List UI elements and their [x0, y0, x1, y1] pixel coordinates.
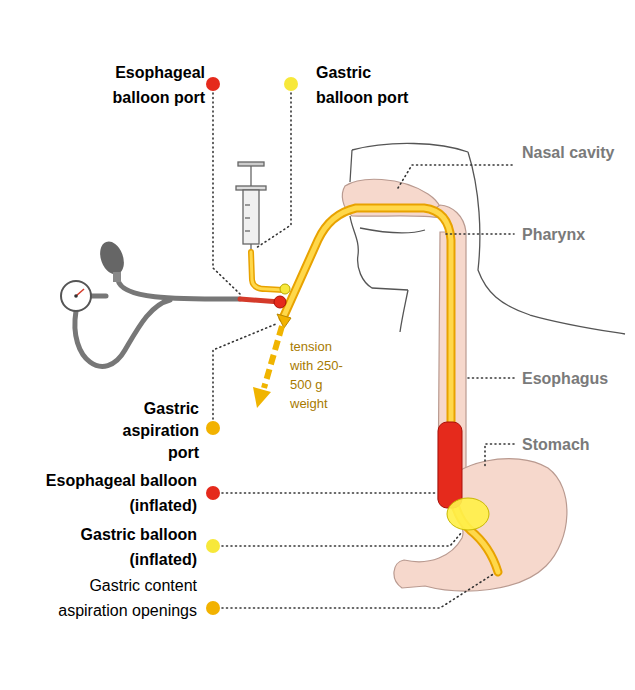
anatomy-label: Pharynx: [522, 222, 622, 247]
anatomy-label: Stomach: [522, 432, 627, 457]
gastric-balloon: [447, 498, 489, 530]
gastric-port: [280, 284, 290, 294]
head-outline: [350, 143, 625, 334]
callout-dot: [206, 77, 298, 615]
stomach-shape: [394, 459, 567, 591]
anatomy-label: Esophagus: [522, 366, 627, 391]
port-label: Esophageal balloon port: [90, 60, 205, 110]
manometer-gauge: [61, 281, 91, 311]
anatomy-label: Nasal cavity: [522, 140, 622, 165]
leader-line: [213, 93, 514, 608]
manometer-hose: [75, 280, 280, 366]
esophageal-port: [274, 296, 286, 308]
port-label: Gastric balloon port: [316, 60, 426, 110]
opening-label: Gastric content aspiration openings: [47, 573, 197, 623]
port-label: Gastric aspiration port: [104, 398, 199, 464]
esophageal-balloon: [438, 422, 462, 508]
balloon-label: Gastric balloon (inflated): [57, 522, 197, 572]
syringe: [236, 162, 266, 252]
inflation-bulb: [96, 238, 128, 282]
tube: [283, 208, 498, 572]
balloon-label: Esophageal balloon (inflated): [17, 468, 197, 518]
tension-note: tension with 250-500 g weight: [290, 337, 358, 413]
tension-arrow: [253, 326, 282, 408]
